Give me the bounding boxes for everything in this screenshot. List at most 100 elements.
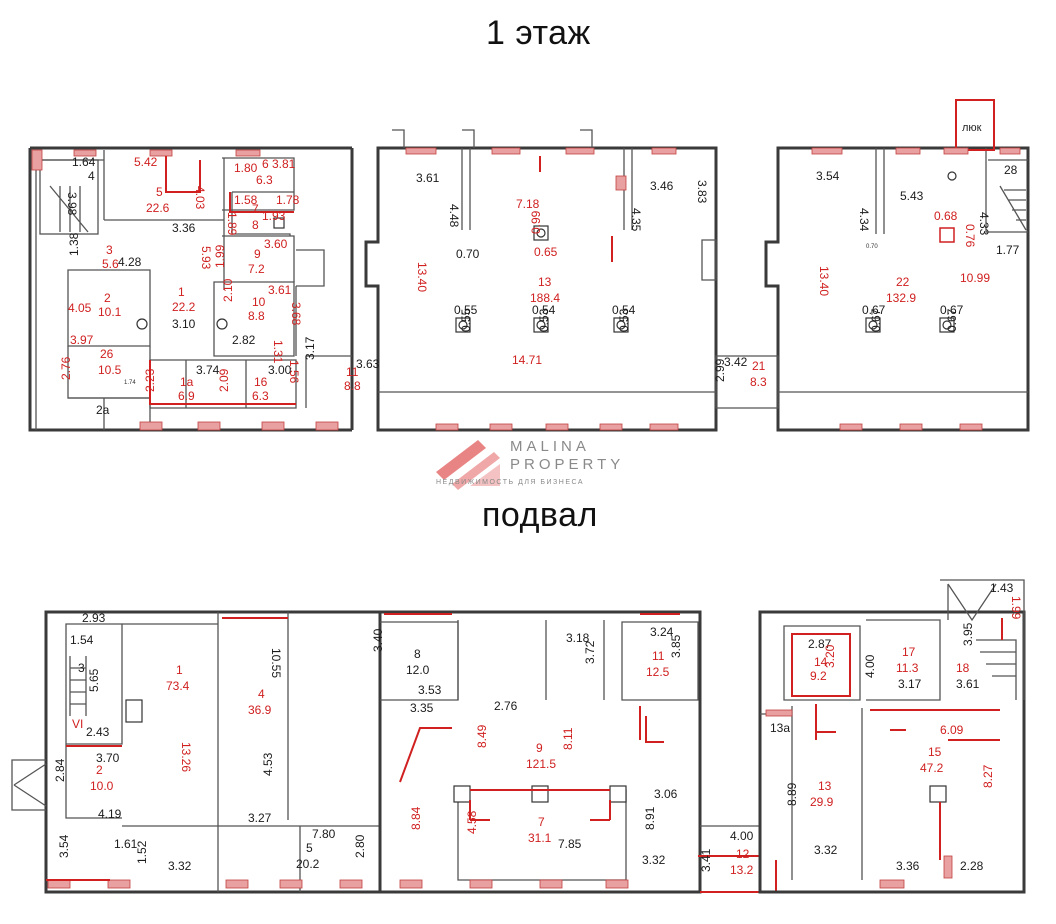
dimension: 4.53 xyxy=(261,752,275,776)
dimension: 1.31 xyxy=(271,340,285,364)
dimension: 3.32 xyxy=(168,859,192,873)
room-num: 13 xyxy=(818,779,832,793)
room-area: 8 xyxy=(252,218,259,232)
dimension: 4 xyxy=(88,169,95,183)
dimension: 4.00 xyxy=(730,829,754,843)
dimension: 3.70 xyxy=(96,751,120,765)
dimension: 2.09 xyxy=(217,368,231,392)
room-area: 22.2 xyxy=(172,300,196,314)
dimension: 13.26 xyxy=(179,742,193,772)
room-num: 17 xyxy=(902,645,916,659)
room-num: 8 xyxy=(414,647,421,661)
dimension: 3.10 xyxy=(172,317,196,331)
dimension: 3.81 xyxy=(272,157,296,171)
room-num: 3 xyxy=(106,243,113,257)
room-num: 26 xyxy=(100,347,114,361)
room-num: 10 xyxy=(252,295,266,309)
dimension: 0.53 xyxy=(617,308,631,332)
dimension: 8.49 xyxy=(475,724,489,748)
dimension: 3.36 xyxy=(172,221,196,235)
basement-left-block xyxy=(11,610,382,894)
hatch-label: люк xyxy=(962,122,982,134)
dimension: 5.93 xyxy=(199,246,213,270)
room-area: 10.0 xyxy=(90,779,114,793)
room-area: 121.5 xyxy=(526,757,556,771)
dimension: 2.99 xyxy=(713,358,727,382)
dimension: 0.53 xyxy=(537,308,551,332)
dimension: 4.58 xyxy=(465,810,479,834)
room-num: 1 xyxy=(176,663,183,677)
dimension: 10.55 xyxy=(269,648,283,678)
dimension: 0.70 xyxy=(866,244,878,250)
basement-right-block xyxy=(758,579,1026,894)
dimension: 10.99 xyxy=(960,271,990,285)
dimension: 1.38 xyxy=(67,232,81,256)
room-num: 2 xyxy=(96,763,103,777)
room-num: 6 xyxy=(262,157,269,171)
basement-middle-block xyxy=(378,610,777,894)
room-num: 15 xyxy=(928,745,942,759)
dimension: 1.93 xyxy=(262,209,286,223)
dimension: 4.19 xyxy=(98,807,122,821)
room-area: 29.9 xyxy=(810,795,834,809)
basement-title: подвал xyxy=(482,496,598,534)
room-num: 4 xyxy=(258,687,265,701)
dimension: 3.32 xyxy=(642,853,666,867)
dimension: 3.63 xyxy=(356,357,380,371)
dimension: 3.61 xyxy=(268,283,292,297)
dimension: 0.54 xyxy=(532,303,556,317)
dimension: 3.46 xyxy=(650,179,674,193)
dimension: 0.55 xyxy=(459,308,473,332)
room-area: 11.3 xyxy=(896,661,919,675)
dimension: 2.76 xyxy=(59,356,73,380)
room-num: 1 xyxy=(178,285,185,299)
dimension: 3.20 xyxy=(823,644,837,668)
room-area: 31.1 xyxy=(528,831,552,845)
dimension: 1.77 xyxy=(996,243,1020,257)
dimension: 1.99 xyxy=(1009,596,1023,620)
room-area: 12.0 xyxy=(406,663,430,677)
floor1-title: 1 этаж xyxy=(486,14,591,52)
dimension: 3.54 xyxy=(816,169,840,183)
dimension: 3.06 xyxy=(654,787,678,801)
dimension: 0.99 xyxy=(529,210,543,234)
room-area: 10.1 xyxy=(98,305,122,319)
room-num: 13 xyxy=(538,275,552,289)
dimension: 2.82 xyxy=(232,333,256,347)
dimension: 2.87 xyxy=(808,637,832,651)
room-area: 8.8 xyxy=(344,379,361,393)
dimension: 2.10 xyxy=(221,278,235,302)
dimension: 0.76 xyxy=(963,224,977,248)
dimension: 2.43 xyxy=(86,725,110,739)
room-area: 6.3 xyxy=(252,389,269,403)
room-num: 2а xyxy=(96,403,110,417)
room-num: 5 xyxy=(306,841,313,855)
dimension: 4.48 xyxy=(447,204,461,228)
dimension: 1.89 xyxy=(225,212,239,236)
room-num: 21 xyxy=(752,359,766,373)
dimension: 3.54 xyxy=(57,834,71,858)
dimension: 3.97 xyxy=(70,333,94,347)
dimension: 0.55 xyxy=(454,303,478,317)
dimension: 1.56 xyxy=(287,360,301,384)
dimension: 3.98 xyxy=(65,192,79,216)
dimension: 3.32 xyxy=(814,843,838,857)
dimension: 1.64 xyxy=(72,155,96,169)
dimension: 0.65 xyxy=(534,245,558,259)
logo-tagline: НЕДВИЖИМОСТЬ ДЛЯ БИЗНЕСА xyxy=(436,479,584,486)
logo-line1: MALINA xyxy=(510,438,590,455)
dimension: 1.80 xyxy=(234,161,258,175)
dimension: 1.61 xyxy=(114,837,138,851)
malina-property-logo: MALINA PROPERTY НЕДВИЖИМОСТЬ ДЛЯ БИЗНЕСА xyxy=(436,438,620,490)
dimension: 3.17 xyxy=(898,677,922,691)
dimension: 0.67 xyxy=(945,308,959,332)
dimension: 7.18 xyxy=(516,197,540,211)
room-num: 12 xyxy=(736,847,750,861)
dimension: 0.68 xyxy=(934,209,958,223)
room-num: 5 xyxy=(156,185,163,199)
room-area: 12.5 xyxy=(646,665,670,679)
room-area: 47.2 xyxy=(920,761,944,775)
room-num: 14 xyxy=(814,655,828,669)
room-num: 7 xyxy=(538,815,545,829)
dimension: 0.70 xyxy=(456,247,480,261)
